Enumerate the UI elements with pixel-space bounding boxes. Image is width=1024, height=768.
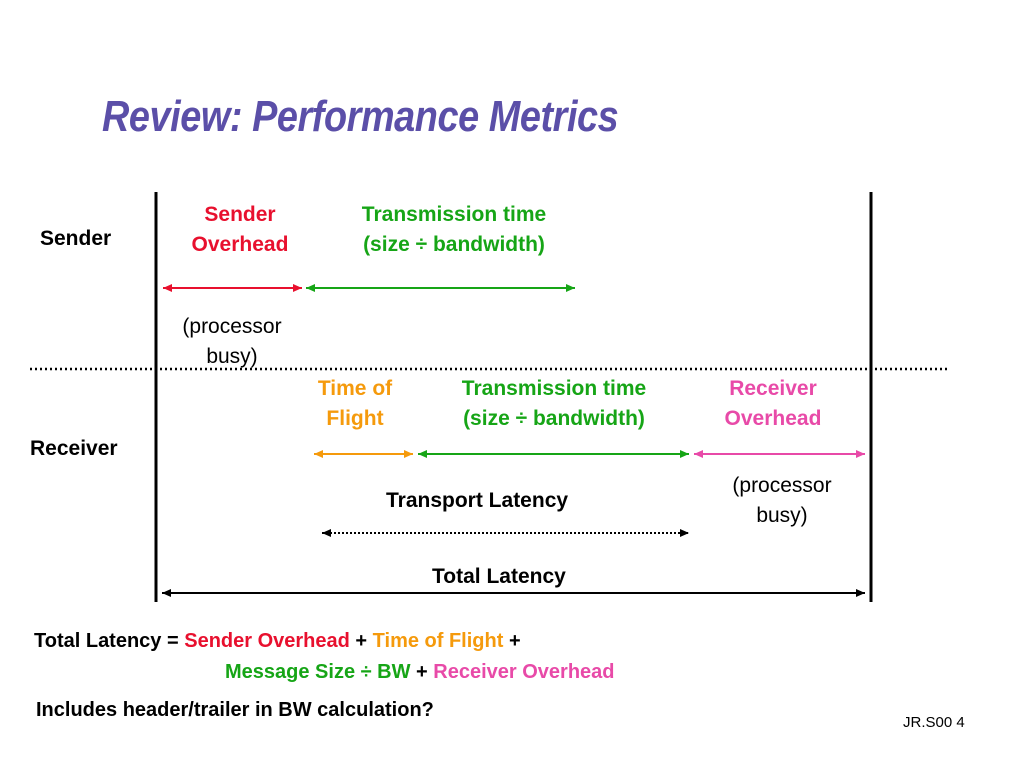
formula-receiver-overhead: Receiver Overhead: [433, 661, 615, 683]
receiver-overhead-label: Receiver Overhead: [708, 374, 838, 434]
sender-transmission-label: Transmission time (size ÷ bandwidth): [334, 200, 574, 260]
formula-plus2: +: [503, 630, 521, 652]
sender-overhead-label: Sender Overhead: [175, 200, 305, 260]
sender-transmission-line2: (size ÷ bandwidth): [363, 233, 545, 256]
receiver-transmission-line2: (size ÷ bandwidth): [463, 407, 645, 430]
formula-message-size-bw: Message Size ÷ BW: [225, 661, 411, 683]
slide-footer: JR.S00 4: [903, 714, 965, 731]
formula-lhs: Total Latency =: [34, 630, 185, 652]
formula-sender-overhead: Sender Overhead: [184, 630, 350, 652]
receiver-overhead-line2: Overhead: [724, 407, 822, 430]
latency-formula: Total Latency = Sender Overhead + Time o…: [34, 626, 615, 688]
sender-row-label: Sender: [40, 227, 112, 250]
receiver-transmission-line1: Transmission time: [461, 377, 647, 400]
sender-busy-line2: busy): [206, 345, 258, 368]
formula-line1: Total Latency = Sender Overhead + Time o…: [34, 626, 615, 657]
receiver-transmission-label: Transmission time (size ÷ bandwidth): [434, 374, 674, 434]
sender-overhead-line2: Overhead: [191, 233, 289, 256]
formula-time-of-flight: Time of Flight: [372, 630, 504, 652]
time-of-flight-line2: Flight: [326, 407, 384, 430]
receiver-busy-line1: (processor: [732, 474, 832, 497]
formula-line2: Message Size ÷ BW + Receiver Overhead: [34, 657, 615, 688]
time-of-flight-label: Time of Flight: [300, 374, 410, 434]
total-latency-label: Total Latency: [432, 565, 566, 588]
receiver-row-label: Receiver: [30, 437, 118, 460]
sender-overhead-line1: Sender: [204, 203, 276, 226]
slide-title: Review: Performance Metrics: [102, 92, 619, 141]
sender-transmission-line1: Transmission time: [361, 203, 547, 226]
time-of-flight-line1: Time of: [317, 377, 393, 400]
receiver-busy-label: (processor busy): [714, 471, 850, 531]
bw-question: Includes header/trailer in BW calculatio…: [36, 699, 434, 721]
receiver-busy-line2: busy): [756, 504, 808, 527]
sender-busy-label: (processor busy): [164, 312, 300, 372]
transport-latency-label: Transport Latency: [386, 489, 569, 512]
sender-busy-line1: (processor: [182, 315, 282, 338]
receiver-overhead-line1: Receiver: [729, 377, 817, 400]
formula-plus3: +: [410, 661, 434, 683]
formula-plus1: +: [349, 630, 373, 652]
